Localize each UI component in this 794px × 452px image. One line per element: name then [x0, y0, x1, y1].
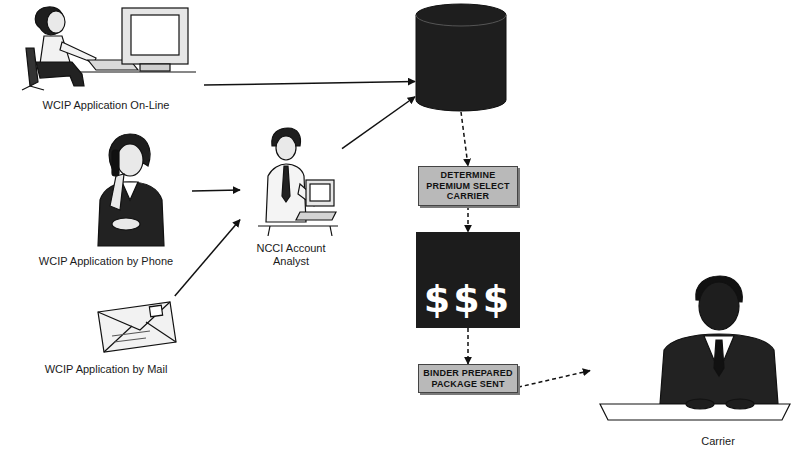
mail-envelope-figure-part	[104, 326, 132, 352]
analyst-figure-part	[296, 212, 336, 220]
mail-envelope-figure-part	[98, 302, 176, 352]
cylinder-rim	[416, 15, 506, 26]
online-user-figure-part	[26, 48, 38, 86]
figure-caption: WCIP Application by Mail	[43, 363, 170, 376]
carrier-node: Carrier	[590, 276, 790, 448]
analyst-figure-part	[306, 180, 334, 206]
online-user-figure-part	[36, 62, 84, 86]
box-label: BINDER PREPARED PACKAGE SENT	[423, 368, 513, 389]
online-user-figure	[22, 7, 196, 90]
carrier-figure-part	[699, 282, 739, 330]
online-user-figure-part	[30, 86, 44, 90]
account-analyst-node: NCCI Account Analyst	[240, 126, 342, 268]
mail-envelope-figure-part	[146, 322, 176, 342]
mail-envelope-figure-part	[112, 331, 150, 336]
figure-caption: NCCI Account Analyst	[245, 242, 337, 268]
analyst-figure-part	[268, 226, 270, 236]
online-user-figure-part	[47, 11, 65, 33]
online-user-figure-part	[140, 64, 170, 71]
figure-caption: WCIP Application by Phone	[37, 255, 175, 268]
mail-envelope-figure-part	[98, 302, 170, 330]
cylinder-body	[416, 4, 506, 111]
premium-box: $$$	[416, 232, 520, 328]
phone-user-figure-part	[117, 144, 143, 176]
analyst-figure-part	[282, 166, 290, 202]
flow-arrow	[204, 81, 415, 85]
phone-user-figure-part	[112, 150, 119, 176]
phone-user-figure-part	[122, 182, 138, 200]
online-user-figure-part	[22, 86, 30, 90]
mail-envelope-figure-part	[149, 305, 162, 317]
process-box: BINDER PREPARED PACKAGE SENT	[418, 364, 518, 393]
figure-caption: WCIP Application On-Line	[41, 99, 172, 112]
cylinder-outline	[415, 3, 507, 112]
analyst-figure-part	[276, 136, 296, 160]
process-box: DETERMINE PREMIUM SELECT CARRIER	[418, 166, 518, 206]
online-user-figure-part	[80, 71, 196, 72]
flow-arrow	[518, 371, 590, 388]
phone-user-figure-part	[98, 182, 164, 246]
online-user-figure-part	[122, 8, 188, 64]
box-label: DETERMINE PREMIUM SELECT CARRIER	[423, 170, 513, 201]
carrier-figure-part	[726, 399, 754, 409]
phone-user-figure-part	[110, 174, 124, 210]
mail-envelope-figure-part	[114, 338, 146, 342]
flow-arrow	[192, 190, 240, 191]
online-application-node: WCIP Application On-Line	[8, 0, 204, 112]
box-label: $$$	[424, 280, 512, 318]
flow-arrow	[467, 328, 469, 364]
analyst-figure	[258, 128, 338, 236]
phone-user-figure-part	[112, 218, 140, 230]
flow-arrow	[342, 97, 415, 149]
mail-envelope-figure	[98, 302, 176, 352]
flow-arrow	[175, 220, 240, 296]
database-cylinder	[415, 3, 507, 112]
carrier-figure-part	[714, 340, 724, 376]
mail-application-node: WCIP Application by Mail	[20, 296, 192, 376]
carrier-figure-part	[686, 399, 714, 409]
analyst-figure-part	[310, 184, 330, 201]
flow-arrow	[461, 112, 468, 166]
figure-caption: Carrier	[699, 435, 737, 448]
carrier-figure	[600, 276, 790, 420]
phone-user-figure	[98, 134, 164, 246]
flow-arrow	[467, 206, 469, 232]
phone-application-node: WCIP Application by Phone	[20, 128, 192, 268]
online-user-figure-part	[131, 15, 179, 55]
carrier-figure-part	[660, 334, 778, 404]
analyst-figure-part	[330, 226, 332, 236]
